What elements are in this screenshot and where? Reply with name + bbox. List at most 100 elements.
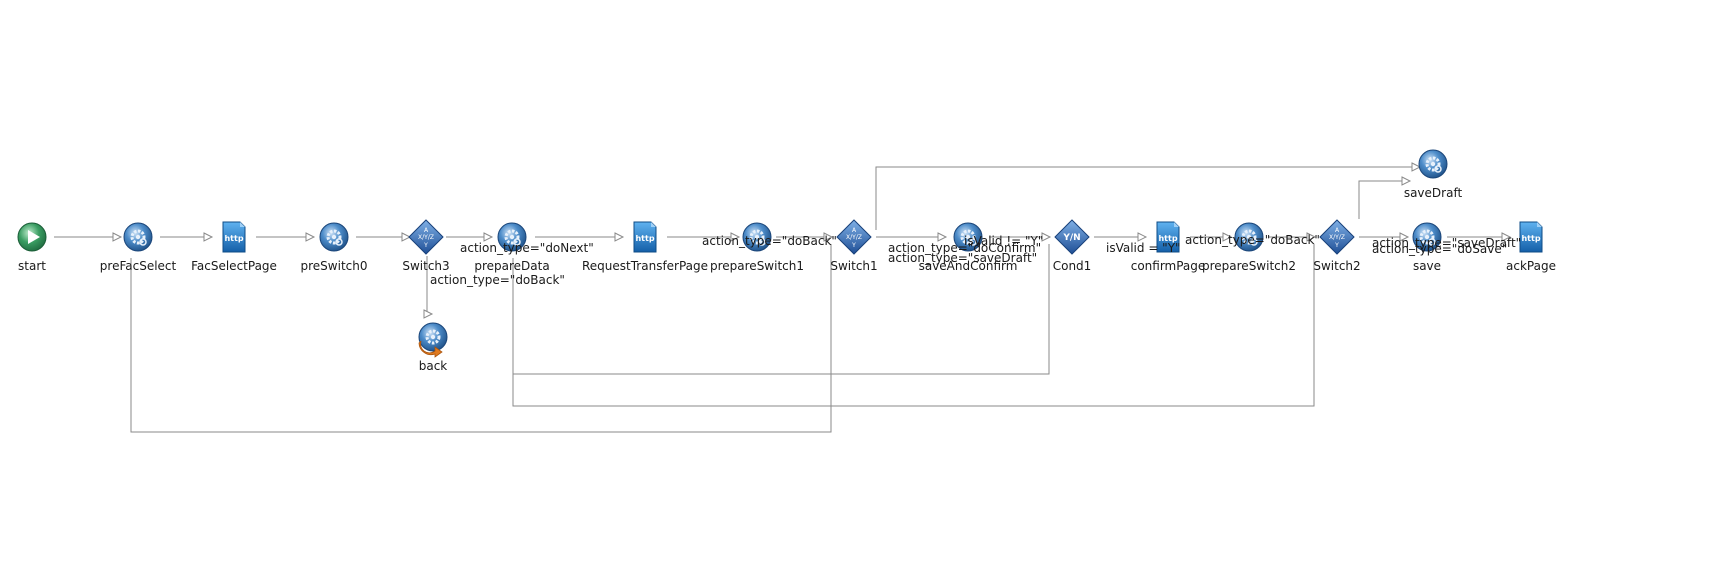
svg-text:Y: Y bbox=[423, 242, 428, 249]
edge-Switch2-prepareData bbox=[512, 244, 1315, 407]
svg-text:A: A bbox=[424, 227, 429, 234]
edge-label-doBack-switch3: action_type="doBack" bbox=[430, 273, 565, 287]
svg-text:A: A bbox=[852, 227, 857, 234]
gear-icon bbox=[123, 222, 153, 252]
edge-Switch1-saveDraft bbox=[875, 166, 1420, 230]
svg-text:http: http bbox=[635, 234, 654, 243]
node-label: Cond1 bbox=[1053, 259, 1092, 273]
node-confirmPage[interactable]: http confirmPage bbox=[1131, 221, 1206, 273]
arrowhead bbox=[112, 232, 123, 242]
edge-label-doConfirm: action_type="doConfirm" bbox=[888, 241, 1041, 255]
edge-label-saveDraft-switch1: action_type="saveDraft" bbox=[888, 251, 1037, 265]
node-label: prepareSwitch2 bbox=[1202, 259, 1296, 273]
svg-text:X/Y/Z: X/Y/Z bbox=[1329, 234, 1345, 241]
node-label: prepareSwitch1 bbox=[710, 259, 804, 273]
gear-icon bbox=[1412, 222, 1442, 252]
arrowhead bbox=[1041, 232, 1052, 242]
node-label: ackPage bbox=[1506, 259, 1556, 273]
svg-text:X/Y/Z: X/Y/Z bbox=[418, 234, 434, 241]
node-RequestTransferPage[interactable]: http RequestTransferPage bbox=[582, 221, 708, 273]
svg-text:http: http bbox=[1521, 234, 1540, 243]
node-saveDraft[interactable]: saveDraft bbox=[1404, 149, 1463, 200]
node-label: FacSelectPage bbox=[191, 259, 277, 273]
edge-label-is-valid: isValid = "Y" bbox=[1106, 241, 1181, 255]
arrowhead bbox=[423, 309, 434, 319]
node-label: Switch2 bbox=[1313, 259, 1360, 273]
edge-Switch2-saveDraft bbox=[1358, 180, 1410, 219]
edge-label-doNext: action_type="doNext" bbox=[460, 241, 594, 255]
node-label: Switch3 bbox=[402, 259, 449, 273]
edge-label-doBack-switch2: action_type="doBack" bbox=[1185, 233, 1320, 247]
edge-Switch1-preFacSelect bbox=[130, 244, 832, 433]
edge-label-doSave: action_type="doSave" bbox=[1372, 242, 1507, 256]
edge-Cond1-prepareData bbox=[512, 244, 1050, 375]
edge-label-saveDraft-switch2: action_type="saveDraft" bbox=[1372, 236, 1521, 250]
back-gear-icon bbox=[418, 322, 448, 358]
arrowhead bbox=[1306, 232, 1317, 242]
node-label: save bbox=[1413, 259, 1441, 273]
arrowhead bbox=[614, 232, 625, 242]
edge-label-not-valid: isValid != "Y" bbox=[964, 234, 1043, 248]
node-label: saveDraft bbox=[1404, 186, 1463, 200]
arrowhead bbox=[937, 232, 948, 242]
svg-text:Y: Y bbox=[1334, 242, 1339, 249]
node-label: back bbox=[419, 359, 448, 373]
node-label: start bbox=[18, 259, 46, 273]
node-Switch2[interactable]: A X/Y/Z Y Switch2 bbox=[1313, 219, 1361, 273]
node-back[interactable]: back bbox=[418, 322, 448, 373]
node-saveAndConfirm[interactable]: saveAndConfirm bbox=[919, 222, 1018, 273]
node-label: preSwitch0 bbox=[301, 259, 368, 273]
node-preSwitch0[interactable]: preSwitch0 bbox=[301, 222, 368, 273]
node-label: RequestTransferPage bbox=[582, 259, 708, 273]
svg-text:Y: Y bbox=[851, 242, 856, 249]
node-save[interactable]: save bbox=[1412, 222, 1442, 273]
node-FacSelectPage[interactable]: http FacSelectPage bbox=[191, 221, 277, 273]
node-prepareSwitch2[interactable]: prepareSwitch2 bbox=[1202, 222, 1296, 273]
http-page-icon: http bbox=[1156, 221, 1180, 253]
switch-icon: A X/Y/Z Y bbox=[408, 219, 444, 255]
switch-icon: A X/Y/Z Y bbox=[1319, 219, 1355, 255]
arrowhead bbox=[1137, 232, 1148, 242]
node-Cond1[interactable]: Y/N Cond1 bbox=[1053, 219, 1092, 273]
node-ackPage[interactable]: http ackPage bbox=[1506, 221, 1556, 273]
svg-text:http: http bbox=[1158, 234, 1177, 243]
node-label: preFacSelect bbox=[100, 259, 177, 273]
arrowhead bbox=[1501, 232, 1512, 242]
node-Switch1[interactable]: A X/Y/Z Y Switch1 bbox=[830, 219, 878, 273]
node-label: Switch1 bbox=[830, 259, 877, 273]
switch-icon: A X/Y/Z Y bbox=[836, 219, 872, 255]
node-prepareData[interactable]: prepareData bbox=[474, 222, 550, 273]
arrowhead bbox=[1411, 162, 1422, 172]
svg-text:http: http bbox=[224, 234, 243, 243]
node-prepareSwitch1[interactable]: prepareSwitch1 bbox=[710, 222, 804, 273]
gear-icon bbox=[953, 222, 983, 252]
arrowhead bbox=[401, 232, 412, 242]
start-icon bbox=[17, 222, 47, 252]
node-Switch3[interactable]: A X/Y/Z Y Switch3 bbox=[402, 219, 450, 273]
http-page-icon: http bbox=[633, 221, 657, 253]
edge-labels: action_type="doNext" action_type="doBack… bbox=[430, 233, 1521, 287]
arrowhead bbox=[305, 232, 316, 242]
node-label: confirmPage bbox=[1131, 259, 1206, 273]
gear-icon bbox=[319, 222, 349, 252]
gear-icon bbox=[1418, 149, 1448, 179]
svg-text:A: A bbox=[1335, 227, 1340, 234]
arrowhead bbox=[1222, 232, 1233, 242]
node-start[interactable]: start bbox=[17, 222, 47, 273]
edges bbox=[54, 162, 1512, 433]
arrowhead bbox=[203, 232, 214, 242]
svg-text:X/Y/Z: X/Y/Z bbox=[846, 234, 862, 241]
gear-icon bbox=[497, 222, 527, 252]
condition-icon: Y/N bbox=[1054, 219, 1090, 255]
arrowhead bbox=[1401, 176, 1412, 186]
node-preFacSelect[interactable]: preFacSelect bbox=[100, 222, 177, 273]
arrowhead bbox=[1399, 232, 1410, 242]
gear-icon bbox=[1234, 222, 1264, 252]
arrowhead bbox=[823, 232, 834, 242]
node-label: saveAndConfirm bbox=[919, 259, 1018, 273]
arrowhead bbox=[483, 232, 494, 242]
arrowhead bbox=[730, 232, 741, 242]
http-page-icon: http bbox=[1519, 221, 1543, 253]
edge-label-doBack-switch1: action_type="doBack" bbox=[702, 234, 837, 248]
